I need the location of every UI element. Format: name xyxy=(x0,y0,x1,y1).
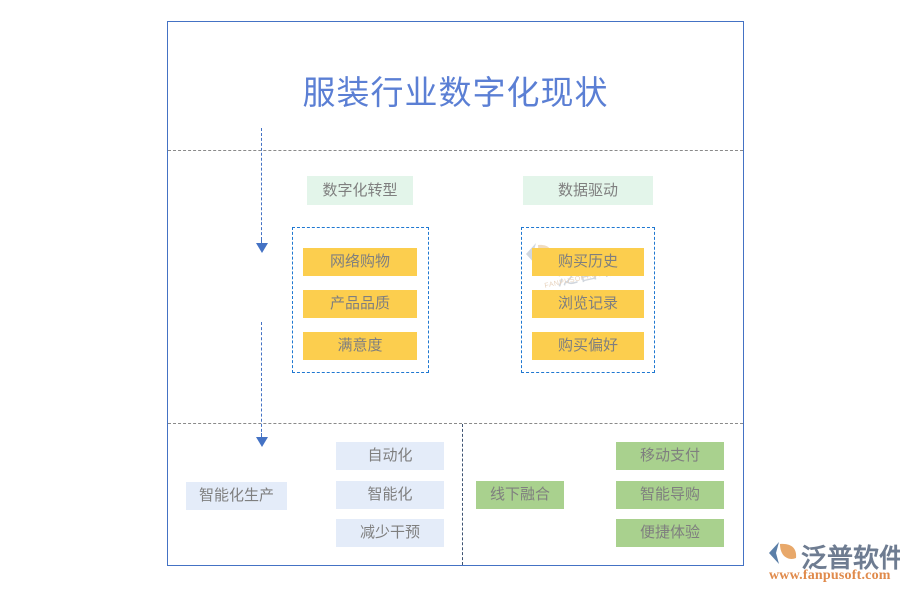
chip-smart-production-3[interactable]: 减少干预 xyxy=(336,519,444,547)
flow-arrow-stem-upper xyxy=(261,239,262,245)
chip-offline-integration-1[interactable]: 移动支付 xyxy=(616,442,724,470)
group-box-transformation xyxy=(292,227,429,373)
flow-line-lower xyxy=(261,322,262,437)
chip-data-driven-2[interactable]: 浏览记录 xyxy=(532,290,644,318)
brand-logo: 泛普软件 www.fanpusoft.com xyxy=(767,538,900,588)
flow-arrow-upper-icon xyxy=(256,243,268,253)
flow-arrow-stem-lower xyxy=(261,433,262,439)
section-header-transformation: 数字化转型 xyxy=(307,176,413,205)
section-header-data-driven: 数据驱动 xyxy=(523,176,653,205)
page-title: 服装行业数字化现状 xyxy=(302,76,609,112)
chip-offline-integration-3[interactable]: 便捷体验 xyxy=(616,519,724,547)
content-frame xyxy=(167,21,744,566)
divider-lower xyxy=(168,423,743,424)
brand-mark-icon xyxy=(769,542,797,564)
flow-line-upper xyxy=(261,128,262,245)
group-box-data-driven xyxy=(521,227,655,373)
chip-offline-integration[interactable]: 线下融合 xyxy=(476,481,564,509)
chip-smart-production[interactable]: 智能化生产 xyxy=(186,482,287,510)
chip-data-driven-3[interactable]: 购买偏好 xyxy=(532,332,644,360)
bottom-band-separator xyxy=(462,424,463,565)
brand-url: www.fanpusoft.com xyxy=(769,568,891,583)
chip-transformation-3[interactable]: 满意度 xyxy=(303,332,417,360)
chip-transformation-2[interactable]: 产品品质 xyxy=(303,290,417,318)
divider-upper xyxy=(168,150,743,151)
chip-transformation-1[interactable]: 网络购物 xyxy=(303,248,417,276)
chip-data-driven-1[interactable]: 购买历史 xyxy=(532,248,644,276)
chip-smart-production-1[interactable]: 自动化 xyxy=(336,442,444,470)
chip-smart-production-2[interactable]: 智能化 xyxy=(336,481,444,509)
flow-arrow-lower-icon xyxy=(256,437,268,447)
brand-name: 泛普软件 xyxy=(801,544,900,573)
chip-offline-integration-2[interactable]: 智能导购 xyxy=(616,481,724,509)
